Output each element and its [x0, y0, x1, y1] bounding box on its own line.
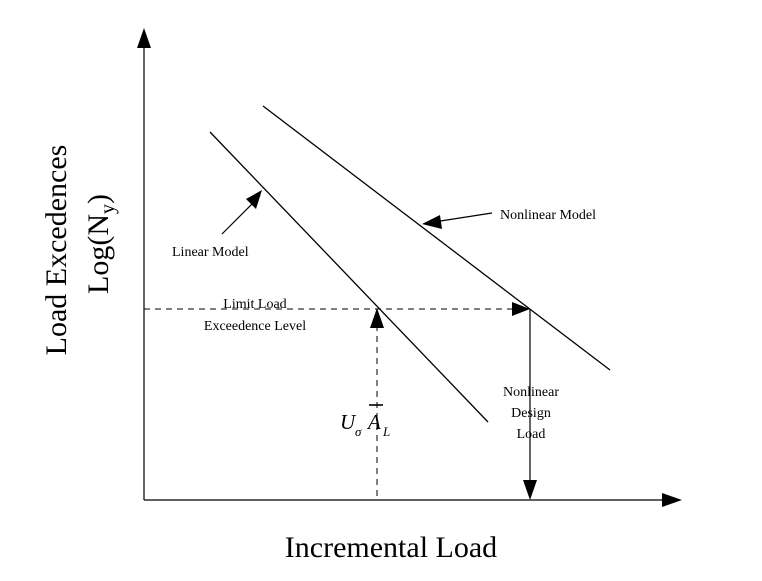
nonlinear-model-label: Nonlinear Model: [500, 208, 596, 223]
y-axis-title-line1: Load Excedences: [40, 145, 73, 356]
limit-load-label-line1: Limit Load: [223, 297, 286, 312]
y-title-prefix: Log(N: [82, 214, 115, 294]
nonlinear-model-pointer-head: [422, 215, 442, 229]
x-axis-title: Incremental Load: [285, 531, 497, 564]
y-axis-title: Load Excedences: [40, 145, 73, 356]
linear-intersection-arrowhead: [370, 308, 384, 328]
x-axis-arrow: [662, 493, 682, 507]
nonlinear-model-line: [262, 105, 611, 371]
design-load-label-line3: Load: [517, 427, 546, 442]
nonlinear-model-pointer: [433, 212, 493, 223]
linear-model-pointer-head: [246, 190, 262, 209]
symbol-sigma: σ: [355, 424, 362, 439]
y-axis-title-line2: Log(Ny): [82, 194, 119, 294]
symbol-a: A: [366, 410, 381, 434]
y-title-sub: y: [97, 204, 119, 214]
svg-text:Log(Ny): Log(Ny): [82, 194, 119, 294]
symbol-u: U: [340, 410, 357, 434]
design-load-label-line2: Design: [511, 406, 551, 421]
y-title-suffix: ): [82, 194, 115, 204]
symbol-l: L: [382, 424, 390, 439]
limit-load-label-line2: Exceedence Level: [204, 319, 306, 334]
limit-exceedence-arrowhead: [512, 302, 530, 316]
u-sigma-a-l-symbol: U σ A L: [340, 404, 390, 439]
linear-model-line: [209, 131, 489, 423]
design-load-label-line1: Nonlinear: [503, 385, 559, 400]
y-axis-arrow: [137, 28, 151, 48]
linear-model-label: Linear Model: [172, 245, 249, 260]
nonlinear-design-arrowhead: [523, 480, 537, 500]
